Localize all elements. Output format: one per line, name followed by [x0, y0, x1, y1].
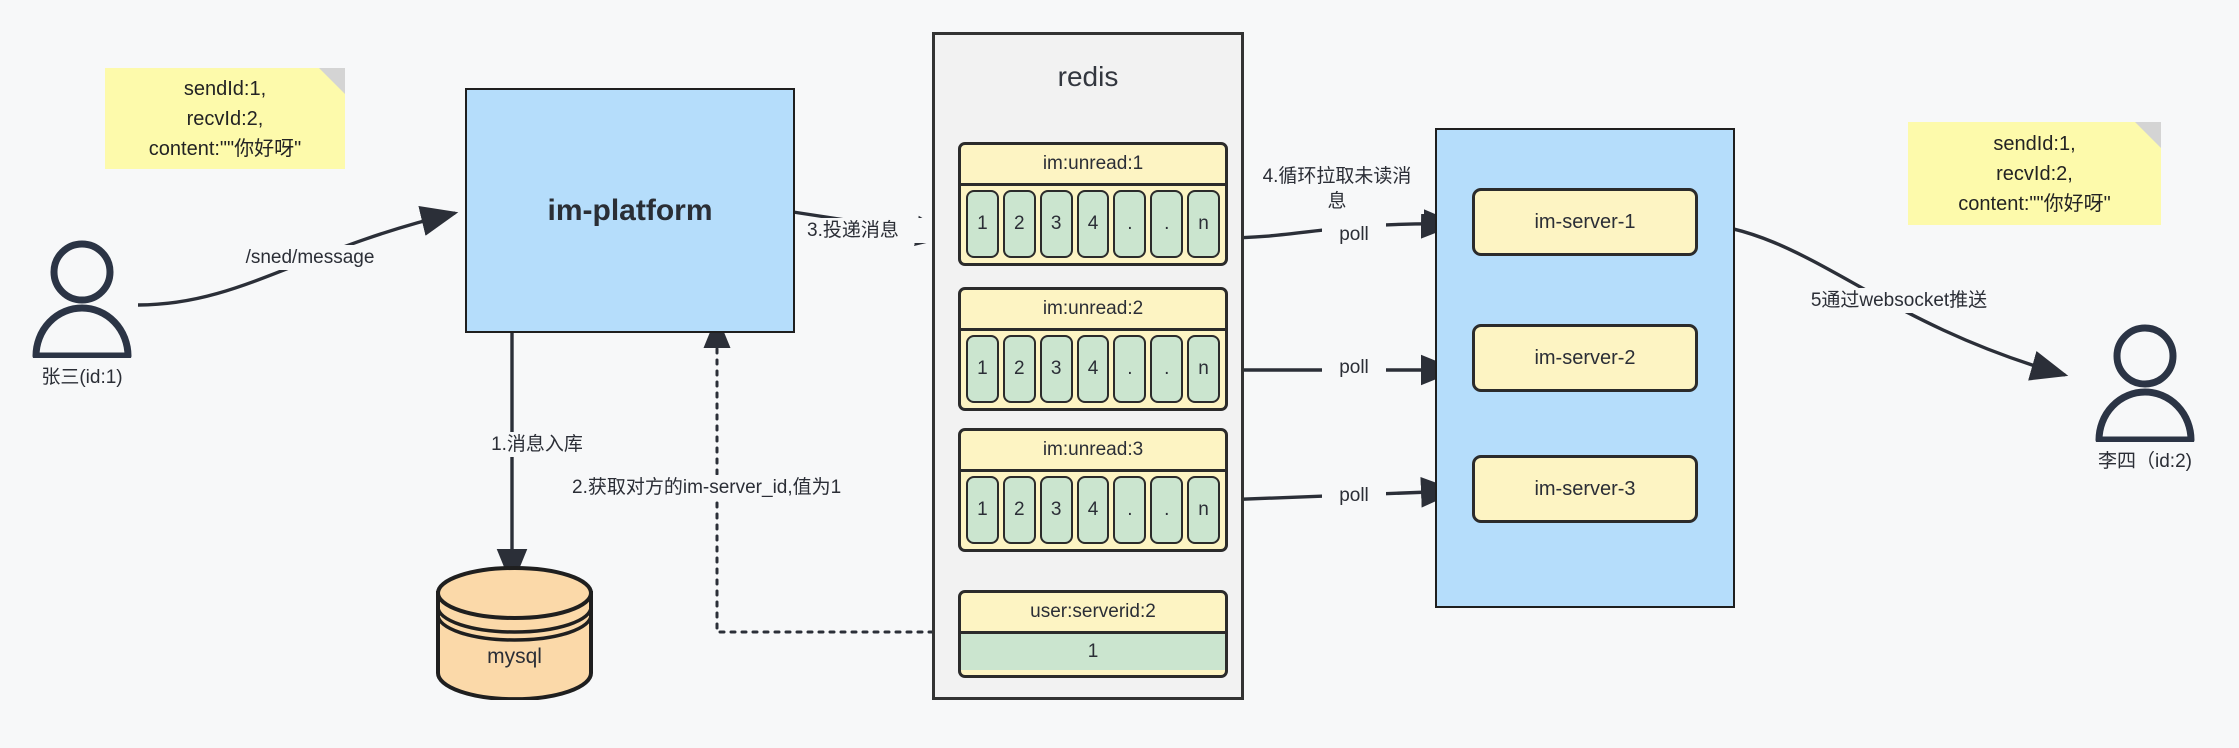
note-left-text: sendId:1, recvId:2, content:""你好呀": [148, 77, 302, 160]
edge-poll-1-label: poll: [1322, 222, 1386, 247]
node-im-server-2[interactable]: im-server-2: [1472, 324, 1698, 392]
redis-key-label: im:unread:3: [961, 431, 1225, 472]
database-icon: [436, 566, 593, 702]
edge-store-label: 1.消息入库: [455, 432, 619, 457]
redis-cell: .: [1150, 476, 1184, 544]
redis-key-value: 1: [961, 634, 1225, 670]
redis-cell: 1: [966, 476, 999, 544]
redis-cell: n: [1187, 335, 1221, 403]
redis-cell: 2: [1002, 335, 1036, 403]
redis-cell: .: [1150, 335, 1184, 403]
redis-key-label: im:unread:2: [961, 290, 1225, 331]
node-im-server-3[interactable]: im-server-3: [1472, 455, 1698, 523]
redis-title: redis: [1057, 61, 1119, 92]
note-fold-icon: [2135, 122, 2161, 148]
node-im-platform[interactable]: im-platform: [465, 88, 795, 333]
redis-key-im-unread-3[interactable]: im:unread:3 1 2 3 4 . . n: [958, 428, 1228, 552]
redis-cell: .: [1150, 190, 1184, 258]
redis-cell: 4: [1076, 476, 1110, 544]
edge-send-label: /sned/message: [228, 245, 392, 270]
user-sender: [22, 238, 142, 360]
redis-cell: .: [1113, 335, 1147, 403]
im-server-1-label: im-server-1: [1534, 210, 1636, 233]
user-sender-caption: 张三(id:1): [41, 367, 123, 388]
edge-poll-2-label: poll: [1322, 355, 1386, 380]
redis-cell: 3: [1039, 190, 1073, 258]
user-icon: [2095, 324, 2195, 444]
user-icon: [32, 240, 132, 360]
node-mysql[interactable]: mysql: [432, 565, 597, 702]
redis-cell: 4: [1076, 190, 1110, 258]
redis-cell: 1: [966, 335, 999, 403]
redis-key-label: user:serverid:2: [961, 593, 1225, 634]
note-right: sendId:1, recvId:2, content:""你好呀": [1908, 122, 2161, 225]
note-fold-icon: [319, 68, 345, 94]
user-receiver: [2085, 322, 2205, 444]
edge-push-label: 5通过websocket推送: [1782, 288, 2016, 313]
note-left: sendId:1, recvId:2, content:""你好呀": [105, 68, 345, 169]
edge-deliver-label: 3.投递消息: [805, 218, 939, 243]
redis-cell: .: [1113, 190, 1147, 258]
redis-key-label: im:unread:1: [961, 145, 1225, 186]
redis-cell: .: [1113, 476, 1147, 544]
user-receiver-caption: 李四（id:2): [2098, 451, 2192, 472]
redis-cell: n: [1187, 190, 1221, 258]
edge-poll-label: 4.循环拉取未读消 息: [1250, 164, 1424, 214]
redis-cell: 2: [1002, 476, 1036, 544]
im-platform-label: im-platform: [547, 193, 713, 227]
redis-cell: 1: [966, 190, 999, 258]
im-server-2-label: im-server-2: [1534, 346, 1636, 369]
redis-key-user-serverid-2[interactable]: user:serverid:2 1: [958, 590, 1228, 678]
edge-poll-3-label: poll: [1322, 483, 1386, 508]
redis-cell: 2: [1002, 190, 1036, 258]
node-im-server-1[interactable]: im-server-1: [1472, 188, 1698, 256]
redis-cell-list: 1 2 3 4 . . n: [961, 472, 1225, 549]
redis-key-im-unread-1[interactable]: im:unread:1 1 2 3 4 . . n: [958, 142, 1228, 266]
redis-cell-list: 1 2 3 4 . . n: [961, 331, 1225, 408]
redis-cell: 3: [1039, 335, 1073, 403]
redis-cell: 3: [1039, 476, 1073, 544]
redis-cell: 4: [1076, 335, 1110, 403]
redis-key-im-unread-2[interactable]: im:unread:2 1 2 3 4 . . n: [958, 287, 1228, 411]
redis-cell-list: 1 2 3 4 . . n: [961, 186, 1225, 263]
note-right-text: sendId:1, recvId:2, content:""你好呀": [1958, 132, 2111, 215]
edge-lookup-label: 2.获取对方的im-server_id,值为1: [570, 475, 914, 500]
im-server-3-label: im-server-3: [1534, 477, 1636, 500]
mysql-label: mysql: [487, 645, 542, 668]
redis-cell: n: [1187, 476, 1221, 544]
